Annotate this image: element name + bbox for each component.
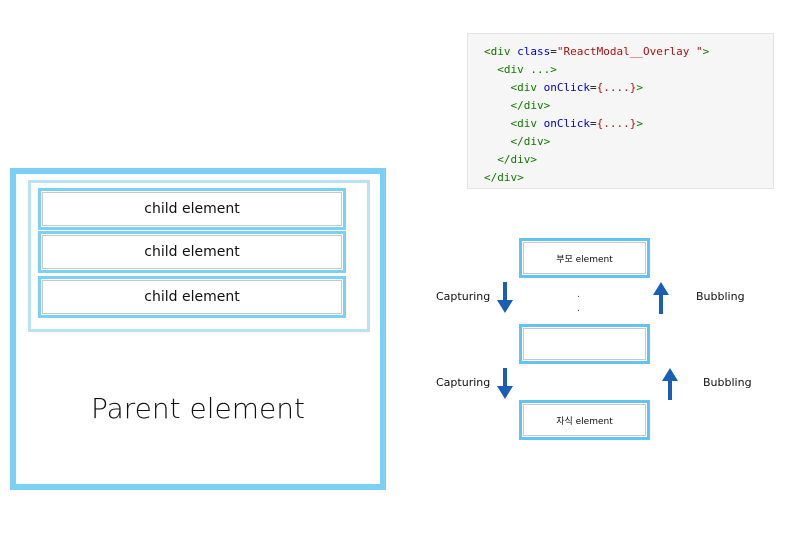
bubbling-label-top: Bubbling — [696, 290, 745, 303]
code-token: </div> — [510, 135, 551, 148]
code-line: </div> — [484, 169, 773, 187]
code-token: <div — [510, 117, 544, 130]
code-token: </div> — [484, 171, 524, 184]
code-line: </div> — [484, 97, 773, 115]
code-token: </div> — [497, 153, 537, 166]
child-element-box-1: child element — [38, 188, 346, 230]
parent-element-node: 부모 element — [519, 238, 650, 278]
capturing-label-bottom: Capturing — [436, 376, 491, 389]
bubbling-label-bottom: Bubbling — [703, 376, 752, 389]
code-token: > — [636, 117, 643, 130]
bubbling-up-arrow-icon — [662, 368, 678, 400]
ellipsis-dot: . — [577, 290, 580, 300]
code-line: </div> — [484, 151, 773, 169]
code-token: = — [589, 117, 597, 130]
capturing-down-arrow-icon — [497, 282, 513, 313]
code-line: <div class="ReactModal__Overlay "> — [484, 43, 773, 61]
code-token: = — [550, 45, 557, 58]
code-token: {....} — [596, 117, 637, 130]
capturing-label-top: Capturing — [436, 290, 491, 303]
child-element-label: child element — [144, 201, 240, 217]
code-token: {....} — [596, 81, 637, 94]
code-line: <div onClick={....}> — [484, 79, 773, 97]
code-token: class — [517, 45, 551, 58]
child-node-label: 자식 element — [556, 416, 613, 427]
code-block: <div class="ReactModal__Overlay "> <div … — [467, 33, 774, 189]
code-line: </div> — [484, 133, 773, 151]
code-token: > — [636, 81, 643, 94]
code-token: = — [589, 81, 597, 94]
code-token: <div ...> — [497, 63, 557, 76]
child-element-node: 자식 element — [519, 400, 650, 440]
code-token: onClick — [543, 81, 590, 94]
ellipsis-dot: . — [577, 304, 580, 314]
parent-node-label: 부모 element — [556, 254, 613, 265]
code-line: <div onClick={....}> — [484, 115, 773, 133]
child-element-label: child element — [144, 289, 240, 305]
code-token: </div> — [510, 99, 551, 112]
code-line: <div ...> — [484, 61, 773, 79]
child-element-label: child element — [144, 244, 240, 260]
code-token: > — [702, 45, 710, 58]
bubbling-up-arrow-icon — [653, 282, 669, 314]
child-element-box-3: child element — [38, 276, 346, 318]
parent-element-label: Parent element — [91, 392, 305, 425]
code-token: <div — [510, 81, 544, 94]
code-token: onClick — [543, 117, 590, 130]
child-element-box-2: child element — [38, 231, 346, 273]
code-token: "ReactModal__Overlay " — [556, 45, 703, 58]
intermediate-element-node — [519, 324, 650, 364]
children-container — [28, 180, 370, 332]
capturing-down-arrow-icon — [497, 368, 513, 399]
code-token: <div — [484, 45, 518, 58]
